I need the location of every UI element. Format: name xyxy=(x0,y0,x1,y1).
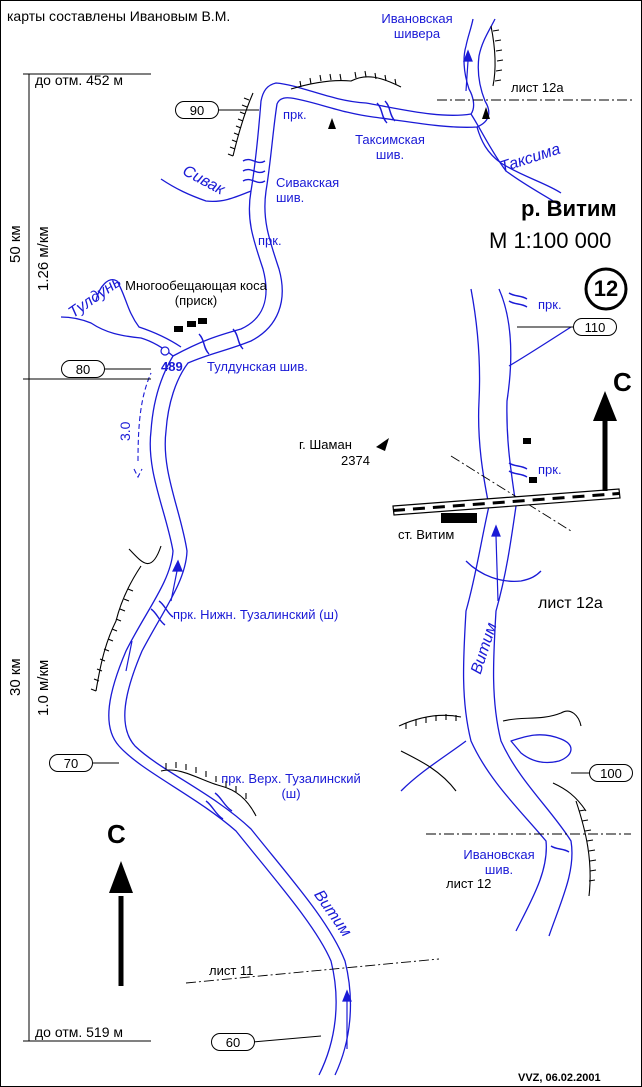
km-marker-60: 60 xyxy=(211,1033,255,1051)
mount-shaman-height: 2374 xyxy=(341,453,370,468)
sheet-number: 12 xyxy=(593,276,619,301)
gradient-upper-distance: 50 км xyxy=(7,225,24,263)
prk-label-a: прк. xyxy=(283,107,307,122)
km-marker-80: 80 xyxy=(61,360,105,378)
rapid-verkh-tuzalinsky: прк. Верх. Тузалинский (ш) xyxy=(221,771,361,801)
tuldun-tributary-2 xyxy=(95,279,182,348)
signature: VVZ, 06.02.2001 xyxy=(518,1072,601,1084)
map-title: р. Витим xyxy=(521,196,617,221)
prk-label-b: прк. xyxy=(258,233,282,248)
current-speed: 3.0 xyxy=(117,421,133,441)
km-marker-90: 90 xyxy=(175,101,219,119)
spot-height-489: 489 xyxy=(161,359,183,374)
tuldun-tributary xyxy=(60,316,174,357)
north-letter-bottom: С xyxy=(107,819,126,849)
author-note: карты составлены Ивановым В.М. xyxy=(7,8,231,24)
rapid-nizhn-tuzalinsky: прк. Нижн. Тузалинский (ш) xyxy=(173,607,339,622)
flow-arrows xyxy=(125,49,501,1049)
sivak-tributary xyxy=(160,178,252,203)
gradient-lower-slope: 1.0 м/км xyxy=(35,659,52,716)
inset-river-right-bank xyxy=(492,288,573,937)
cabins xyxy=(174,107,537,483)
km-marker-110: 110 xyxy=(573,318,617,336)
north-arrow-large xyxy=(593,391,617,491)
main-river-left-bank xyxy=(108,18,475,1076)
km-marker-100: 100 xyxy=(589,764,633,782)
river-banks xyxy=(60,18,573,1076)
rapid-ivanovskaya-top: Ивановская шивера xyxy=(381,11,453,41)
inset-east-creek xyxy=(508,326,572,367)
km-marker-70: 70 xyxy=(49,754,93,772)
prk-label-c: прк. xyxy=(538,297,562,312)
measurement-scale xyxy=(23,73,151,1042)
north-arrow-bottom xyxy=(109,861,133,986)
map-scale: М 1:100 000 xyxy=(489,228,612,253)
rapid-taksimskaya: Таксимская шив. xyxy=(355,132,425,162)
railway xyxy=(392,488,621,523)
north-letter-large: С xyxy=(613,367,632,397)
mount-shaman-name: г. Шаман xyxy=(299,437,352,452)
station-vitim: ст. Витим xyxy=(398,527,455,542)
km-leader-lines xyxy=(93,109,591,1043)
sheet-label-11: лист 11 xyxy=(209,963,254,978)
main-river-right-bank xyxy=(124,18,496,1076)
sheet-label-12a: лист 12а xyxy=(538,595,603,612)
gradient-lower-distance: 30 км xyxy=(7,658,24,696)
rapid-sivakskaya: Сивакская шив. xyxy=(276,175,340,205)
relief-hachures xyxy=(90,25,597,897)
inset-oxbow xyxy=(510,734,572,764)
inset-river-left-bank xyxy=(462,288,547,932)
inset-bottom-stream xyxy=(400,740,467,792)
sheet-label-12: лист 12 xyxy=(446,876,492,891)
inset-side-stream xyxy=(465,560,542,582)
elevation-bottom: до отм. 519 м xyxy=(35,1024,124,1040)
spot-height-marker xyxy=(160,346,170,356)
elevation-top: до отм. 452 м xyxy=(35,72,124,88)
rapid-tuldunskaya: Тулдунская шив. xyxy=(207,359,308,374)
place-mnogoobeshchayushchaya: Многообещающая коса (приск) xyxy=(125,278,267,308)
sheet-boundaries xyxy=(185,99,633,984)
sheet-number-circle xyxy=(584,267,628,311)
current-speed-line xyxy=(133,372,152,479)
rapid-marks xyxy=(150,100,570,853)
gradient-upper-slope: 1.26 м/км xyxy=(35,226,52,291)
taksima-tributary-2 xyxy=(470,113,562,207)
rapid-ivanovskaya-inset: Ивановская шив. xyxy=(463,847,535,877)
prk-label-d: прк. xyxy=(538,462,562,477)
sheet-label-12a-top: лист 12а xyxy=(511,80,564,95)
